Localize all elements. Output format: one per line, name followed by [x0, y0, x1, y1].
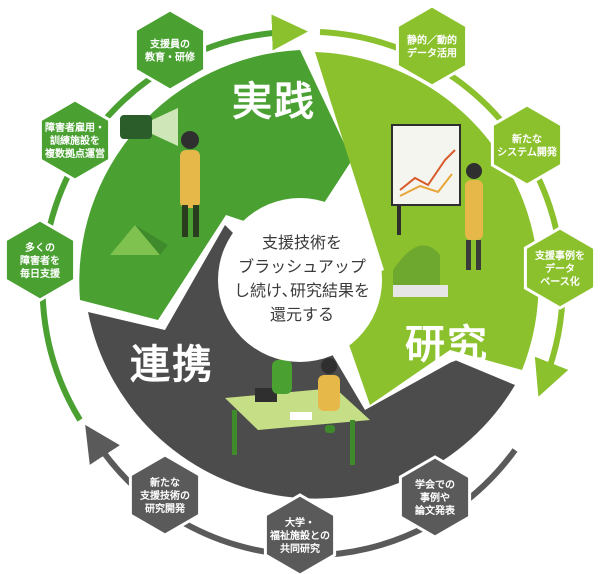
hex-text-line: 大学・	[285, 516, 315, 529]
hex-shape	[490, 103, 564, 187]
hex-text-line: 事例や	[420, 491, 450, 504]
hex-shape	[263, 493, 337, 574]
hex-shape	[523, 226, 597, 310]
label-research: 研究	[405, 322, 489, 368]
hex-shape	[398, 455, 472, 539]
hex-text-line: 新たな	[512, 133, 542, 146]
center-line-2: ブラッシュアップ	[238, 257, 366, 276]
label-collaboration: 連携	[130, 342, 214, 388]
hex-text-line: 学会での	[415, 478, 455, 491]
hex-shape	[38, 98, 112, 182]
center-line-3: し続け､研究結果を	[234, 281, 370, 300]
hex-text-line: 共同研究	[280, 542, 320, 555]
hex-text-line: データ	[545, 262, 575, 275]
hex-text-line: システム開発	[497, 146, 558, 159]
hex-text-line: データ活用	[407, 47, 457, 60]
hex-text-line: ベース化	[540, 275, 580, 288]
hex-text-line: 静的／動的	[407, 34, 457, 47]
research-illustration	[391, 124, 483, 297]
hex-text-line: 新たな	[150, 476, 180, 489]
hex-text-line: 訓練施設を	[50, 134, 100, 147]
hex-shape	[395, 4, 469, 88]
practice-illustration	[110, 108, 200, 255]
hex-text-line: 障害者雇用・	[45, 121, 105, 134]
center-line-4: 還元する	[270, 305, 334, 324]
hex-shape	[128, 453, 202, 537]
hex-text-line: 毎日支援	[20, 267, 61, 280]
hex-text-line: 障害者を	[20, 254, 60, 267]
hex-text-line: 支援事例を	[534, 249, 585, 262]
hex-shape	[133, 8, 207, 92]
hex-badges: 支援員の教育・研修障害者雇用・訓練施設を複数拠点運営多くの障害者を毎日支援静的／…	[3, 4, 597, 574]
hex-text-line: 支援技術の	[139, 489, 190, 502]
hex-text-line: 研究開発	[145, 502, 186, 515]
center-circle	[218, 198, 382, 362]
hex-text-line: 教育・研修	[144, 51, 196, 64]
hex-text-line: 多くの	[25, 241, 55, 254]
label-practice: 実践	[232, 79, 316, 125]
hex-text-line: 複数拠点運営	[44, 147, 105, 160]
hex-text-line: 福祉施設との	[269, 529, 330, 542]
hex-text-line: 支援員の	[149, 38, 190, 51]
center-line-1: 支援技術を	[262, 233, 342, 252]
hex-text-line: 論文発表	[415, 504, 456, 517]
hex-shape	[3, 218, 77, 302]
